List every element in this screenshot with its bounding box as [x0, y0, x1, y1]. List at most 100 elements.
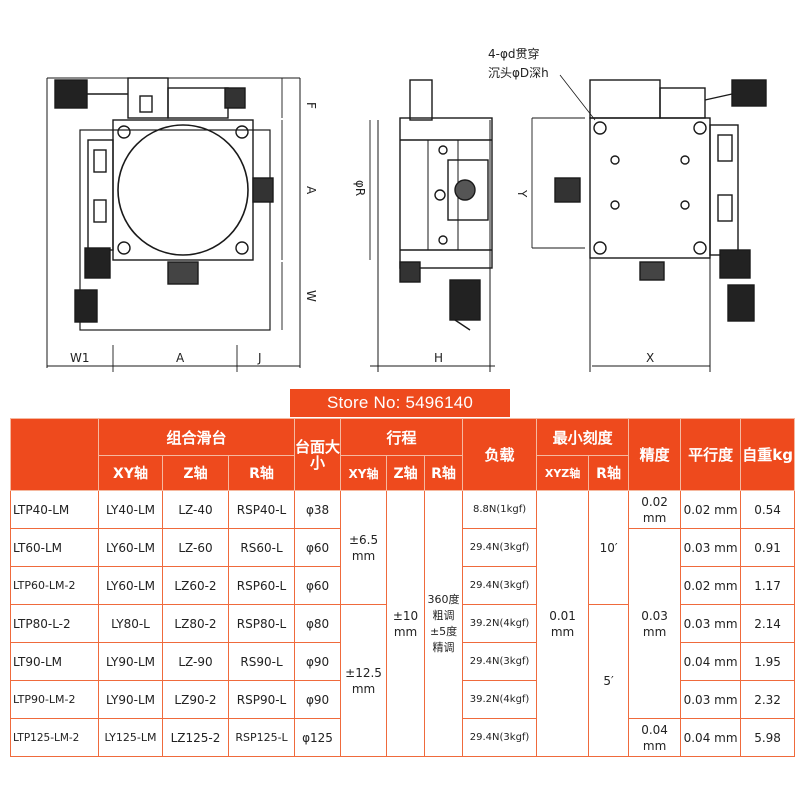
header-weight: 自重kg	[740, 418, 796, 491]
header-parallelism: 平行度	[680, 418, 742, 491]
spec-table: 组合滑台 台面大小 行程 负载 最小刻度 精度 平行度 自重kg XY轴 Z轴 …	[10, 418, 796, 757]
header-table-size: 台面大小	[294, 418, 342, 491]
cell-parallel: 0.03 mm	[680, 680, 742, 719]
cell-size: φ90	[294, 680, 342, 719]
cell-size: φ90	[294, 642, 342, 681]
dim-label-R: φR	[353, 180, 367, 196]
dim-label-Y: Y	[515, 189, 529, 198]
cell-weight: 1.17	[740, 566, 796, 605]
cell-model: LT90-LM	[10, 642, 99, 681]
cell-load: 29.4N(3kgf)	[462, 718, 538, 757]
cell-weight: 1.95	[740, 642, 796, 681]
cell-precision-3: 0.04 mm	[628, 718, 682, 757]
table-row: LTP90-LM-2 LY90-LM LZ90-2 RSP90-L φ90 39…	[10, 680, 796, 719]
header-group: 组合滑台	[97, 418, 296, 456]
header-r-axis: R轴	[227, 455, 296, 491]
cell-size: φ60	[294, 566, 342, 605]
cell-r: RSP60-L	[227, 566, 296, 605]
header-scale-r: R轴	[588, 455, 630, 491]
cell-xy: LY125-LM	[98, 718, 163, 757]
cell-parallel: 0.03 mm	[680, 604, 742, 643]
table-row: LTP125-LM-2 LY125-LM LZ125-2 RSP125-L φ1…	[10, 718, 796, 757]
cell-z: LZ125-2	[162, 718, 229, 757]
note-counterbore: 沉头φD深h	[488, 66, 549, 80]
cell-precision-1: 0.02 mm	[628, 490, 682, 529]
cell-model: LTP80-L-2	[10, 604, 99, 643]
cell-scale-xyz: 0.01 mm	[536, 490, 590, 757]
store-number-label: Store No: 5496140	[290, 389, 510, 417]
cell-z: LZ-40	[162, 490, 229, 529]
cell-travel-xy-1: ±6.5 mm	[340, 490, 388, 605]
cell-parallel: 0.02 mm	[680, 490, 742, 529]
header-min-scale: 最小刻度	[536, 418, 630, 456]
cell-travel-z: ±10 mm	[386, 490, 426, 757]
cell-model: LTP40-LM	[10, 490, 99, 529]
cell-scale-r-1: 10′	[588, 490, 630, 605]
cell-model: LTP90-LM-2	[10, 680, 99, 719]
cell-parallel: 0.04 mm	[680, 642, 742, 681]
header-model-blank	[10, 418, 99, 491]
cell-z: LZ60-2	[162, 566, 229, 605]
cell-size: φ80	[294, 604, 342, 643]
cell-weight: 0.54	[740, 490, 796, 529]
cell-r: RS90-L	[227, 642, 296, 681]
cell-load: 29.4N(3kgf)	[462, 528, 538, 567]
cell-load: 39.2N(4kgf)	[462, 680, 538, 719]
header-travel-z: Z轴	[386, 455, 426, 491]
cell-z: LZ-60	[162, 528, 229, 567]
cell-parallel: 0.04 mm	[680, 718, 742, 757]
header-travel: 行程	[340, 418, 464, 456]
dim-label-H: H	[434, 351, 443, 365]
cell-model: LTP60-LM-2	[10, 566, 99, 605]
cell-precision-2: 0.03 mm	[628, 528, 682, 719]
header-z-axis: Z轴	[162, 455, 229, 491]
cell-xy: LY60-LM	[98, 528, 163, 567]
dim-label-F: F	[304, 102, 318, 109]
cell-weight: 2.14	[740, 604, 796, 643]
cell-model: LT60-LM	[10, 528, 99, 567]
cell-r: RSP80-L	[227, 604, 296, 643]
technical-drawings: F A W W1 A J φR H Y X 4-φd贯穿 沉头φD深h	[46, 46, 767, 372]
cell-size: φ125	[294, 718, 342, 757]
table-row: LTP80-L-2 LY80-L LZ80-2 RSP80-L φ80 ±12.…	[10, 604, 796, 757]
dim-label-W: W	[304, 290, 318, 302]
cell-xy: LY80-L	[98, 604, 163, 643]
header-travel-xy: XY轴	[340, 455, 388, 491]
cell-travel-xy-2: ±12.5 mm	[340, 604, 388, 757]
dim-label-A-vertical: A	[304, 186, 318, 195]
header-precision: 精度	[628, 418, 682, 491]
top-view-drawing	[46, 77, 301, 372]
side-view-drawing	[369, 79, 495, 372]
cell-parallel: 0.03 mm	[680, 528, 742, 567]
cell-model: LTP125-LM-2	[10, 718, 99, 757]
dim-label-X: X	[646, 351, 654, 365]
cell-load: 29.4N(3kgf)	[462, 642, 538, 681]
cell-xy: LY90-LM	[98, 680, 163, 719]
cell-xy: LY90-LM	[98, 642, 163, 681]
cell-xy: LY40-LM	[98, 490, 163, 529]
cell-weight: 2.32	[740, 680, 796, 719]
cell-size: φ60	[294, 528, 342, 567]
cell-load: 29.4N(3kgf)	[462, 566, 538, 605]
cell-xy: LY60-LM	[98, 566, 163, 605]
dim-label-W1: W1	[70, 351, 90, 365]
cell-load: 39.2N(4kgf)	[462, 604, 538, 643]
header-travel-r: R轴	[424, 455, 464, 491]
header-scale-xyz: XYZ轴	[536, 455, 590, 491]
cell-parallel: 0.02 mm	[680, 566, 742, 605]
header-load: 负载	[462, 418, 538, 491]
table-row: LT90-LM LY90-LM LZ-90 RS90-L φ90 29.4N(3…	[10, 642, 796, 681]
cell-r: RSP40-L	[227, 490, 296, 529]
header-xy-axis: XY轴	[98, 455, 163, 491]
cell-r: RSP125-L	[227, 718, 296, 757]
cell-scale-r-2: 5′	[588, 604, 630, 757]
cell-z: LZ90-2	[162, 680, 229, 719]
cell-r: RSP90-L	[227, 680, 296, 719]
cell-r: RS60-L	[227, 528, 296, 567]
cell-weight: 0.91	[740, 528, 796, 567]
dim-label-A-horizontal: A	[176, 351, 185, 365]
cell-weight: 5.98	[740, 718, 796, 757]
cell-load: 8.8N(1kgf)	[462, 490, 538, 529]
cell-travel-r: 360度粗调±5度精调	[424, 490, 464, 757]
cell-z: LZ-90	[162, 642, 229, 681]
